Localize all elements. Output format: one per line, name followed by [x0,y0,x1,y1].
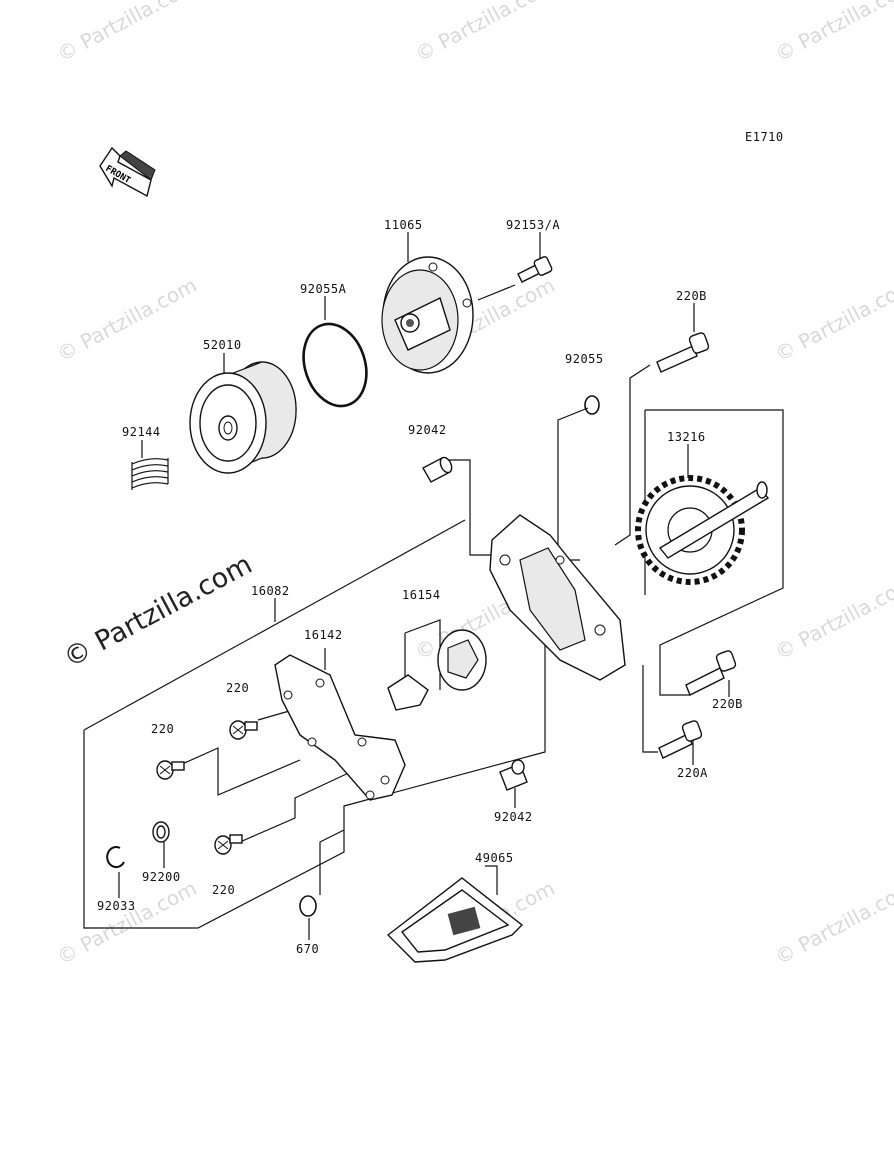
watermark: © Partzilla.com [53,273,201,367]
label-220a[interactable]: 220A [677,766,708,780]
bolt-icon[interactable] [685,650,737,696]
o-ring-large-icon[interactable] [293,316,376,414]
o-ring-small-icon[interactable] [584,395,600,415]
label-220-upper[interactable]: 220 [226,681,249,695]
label-220b-mid[interactable]: 220B [712,697,743,711]
watermark: © Partzilla.com [53,0,201,66]
bolt-icon[interactable] [517,256,553,283]
washer-icon[interactable] [152,821,170,843]
spring-icon[interactable] [131,458,169,490]
watermark: © Partzilla.com [53,876,201,970]
watermark: © Partzilla.com [771,273,894,367]
watermark: © Partzilla.com [771,571,894,665]
label-92033[interactable]: 92033 [97,899,136,913]
label-92055[interactable]: 92055 [565,352,604,366]
label-16142[interactable]: 16142 [304,628,343,642]
circlip-icon[interactable] [106,846,125,869]
diagram-code: E1710 [745,130,784,144]
pump-plate-icon[interactable] [274,654,406,801]
label-92042-bottom[interactable]: 92042 [494,810,533,824]
pump-body-icon[interactable] [489,514,626,681]
label-16154[interactable]: 16154 [402,588,441,602]
watermark: © Partzilla.com [771,0,894,66]
label-16082[interactable]: 16082 [251,584,290,598]
screw-icon[interactable] [229,720,258,740]
bolt-icon[interactable] [656,332,710,373]
bolt-icon[interactable] [658,720,703,759]
label-92055a[interactable]: 92055A [300,282,347,296]
gear-icon[interactable] [635,475,770,585]
o-ring-tiny-icon[interactable] [299,895,317,917]
label-92153a[interactable]: 92153/A [506,218,560,232]
oil-filter-icon[interactable] [189,361,297,474]
label-220b-top[interactable]: 220B [676,289,707,303]
label-52010[interactable]: 52010 [203,338,242,352]
label-49065[interactable]: 49065 [475,851,514,865]
label-92200[interactable]: 92200 [142,870,181,884]
label-220-left[interactable]: 220 [151,722,174,736]
oil-screen-icon[interactable] [386,877,524,963]
part-labels: 11065 92153/A 92055A 52010 92144 220B 92… [97,218,743,956]
watermark: © Partzilla.com [771,876,894,970]
screw-icon[interactable] [156,760,185,780]
label-220-lower[interactable]: 220 [212,883,235,897]
front-arrow-icon: FRONT [99,146,156,198]
dowel-pin-icon[interactable] [499,759,528,791]
label-92042-top[interactable]: 92042 [408,423,447,437]
watermarks: © Partzilla.com © Partzilla.com © Partzi… [53,0,894,969]
watermark: © Partzilla.com [411,0,559,66]
watermark-main: © Partzilla.com [59,549,258,674]
dowel-pin-icon[interactable] [422,456,454,483]
label-92144[interactable]: 92144 [122,425,161,439]
label-13216[interactable]: 13216 [667,430,706,444]
screw-icon[interactable] [214,834,243,855]
pump-cover-icon[interactable] [381,256,474,374]
label-670[interactable]: 670 [296,942,319,956]
rotor-icon[interactable] [387,629,487,711]
label-11065[interactable]: 11065 [384,218,423,232]
